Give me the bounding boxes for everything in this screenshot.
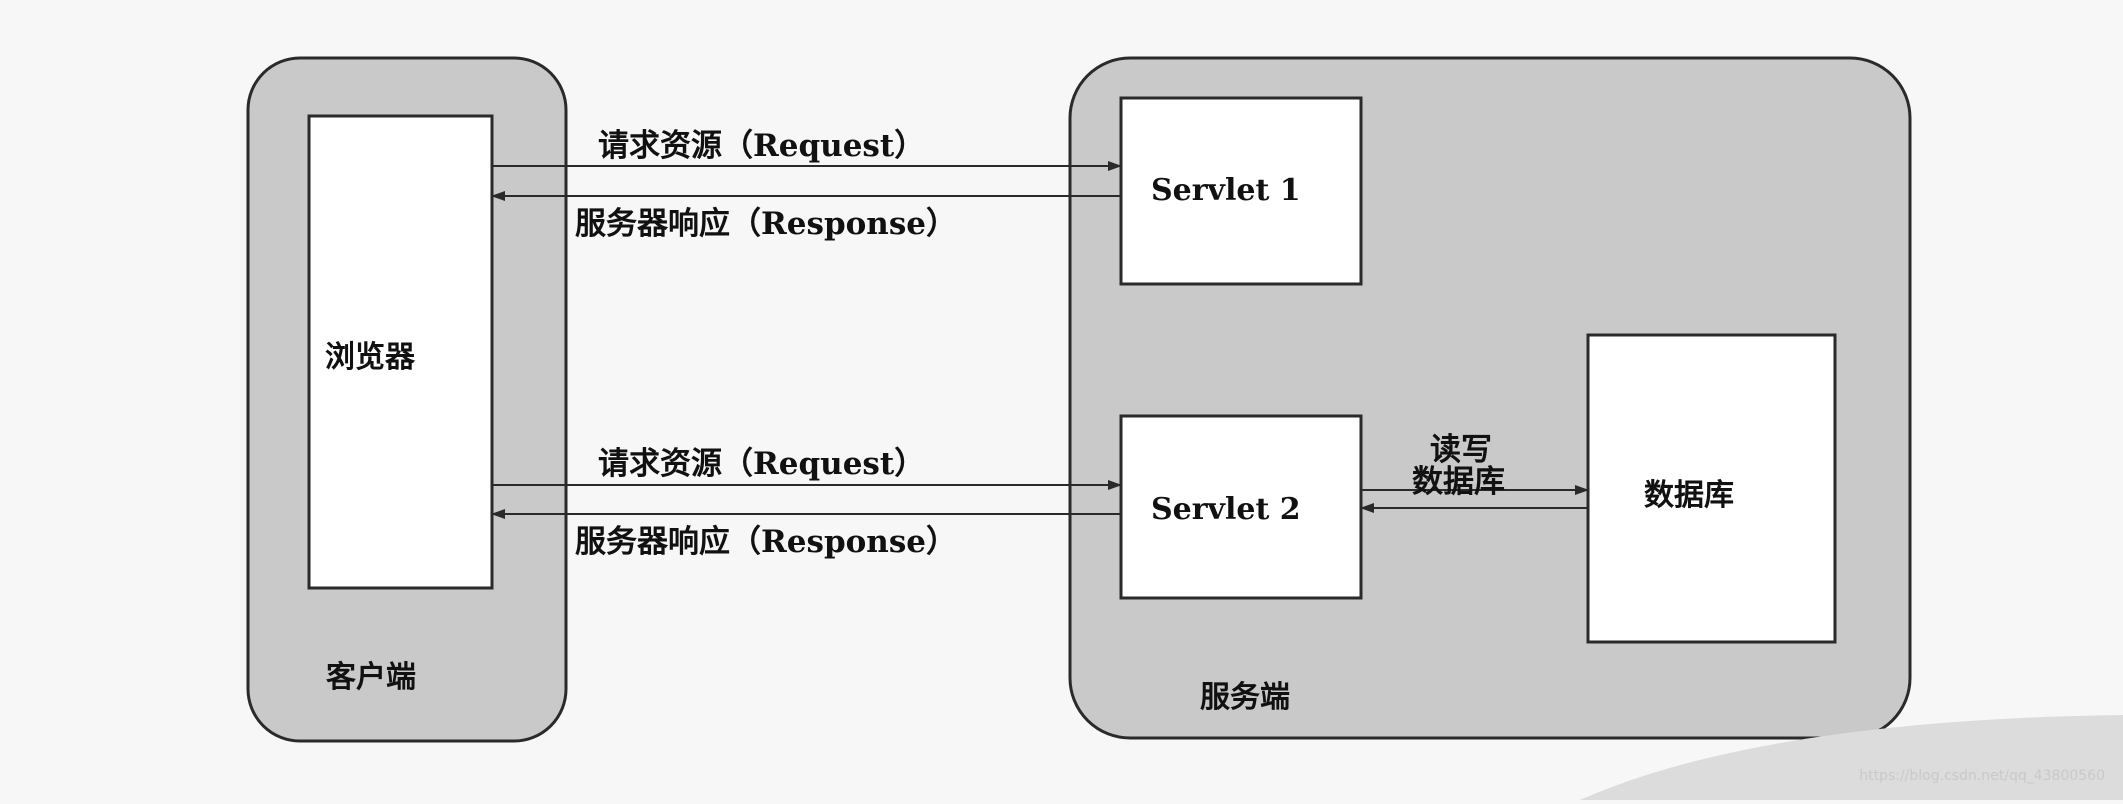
response2-label: 服务器响应（Response）	[575, 524, 958, 560]
servlet1-box	[1119, 96, 1363, 286]
database-label: 数据库	[1644, 478, 1734, 513]
db-rw-label-line2: 数据库	[1412, 464, 1505, 500]
database-box	[1586, 333, 1837, 644]
browser-box	[307, 114, 494, 590]
servlet2-label: Servlet 2	[1151, 492, 1301, 527]
client-region-label: 客户端	[326, 660, 416, 695]
server-region-label: 服务端	[1200, 680, 1290, 715]
request2-label: 请求资源（Request）	[598, 446, 926, 482]
db-rw-label-line1: 读写	[1430, 432, 1492, 468]
request1-label: 请求资源（Request）	[598, 128, 926, 164]
browser-label: 浏览器	[325, 340, 415, 375]
response1-label: 服务器响应（Response）	[575, 206, 958, 242]
watermark-url: https://blog.csdn.net/qq_43800560	[1859, 768, 2105, 784]
servlet1-label: Servlet 1	[1151, 173, 1301, 208]
scan-edge-shade	[1580, 715, 2123, 800]
